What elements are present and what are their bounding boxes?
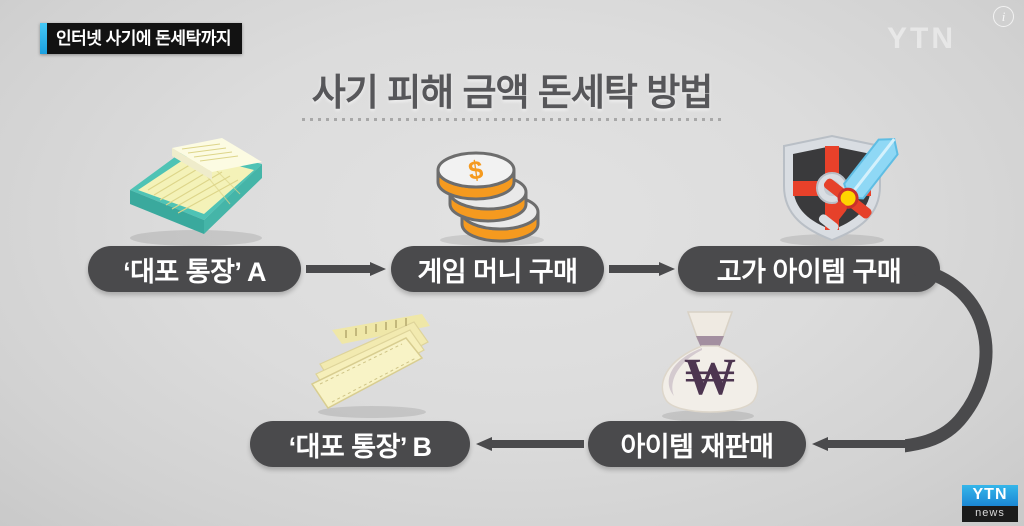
arrow-shaft [609,265,661,273]
flow-node-label: 게임 머니 구매 [417,256,578,287]
arrow-n1-to-n2-icon [306,262,386,276]
title-divider [302,118,722,121]
arrow-n4-to-n5-icon [476,437,584,451]
headline-text: 인터넷 사기에 돈세탁까지 [47,23,242,54]
arrow-shaft [826,440,916,448]
flow-node-daepo-tongjang-b[interactable]: ‘대포 통장’ B [250,421,470,467]
broadcaster-logo-main: YTN [962,485,1018,506]
svg-text:₩: ₩ [684,349,736,406]
broadcaster-logo: YTN news [962,485,1018,522]
arrow-shaft [306,265,372,273]
flow-node-high-price-item-purchase[interactable]: 고가 아이템 구매 [678,246,940,292]
coins-icon: $ [424,142,554,246]
flow-node-label: 고가 아이템 구매 [716,256,902,287]
money-bag-icon: ₩ [648,306,772,422]
page-title: 사기 피해 금액 돈세탁 방법 [311,72,714,113]
arrow-head [370,262,386,276]
flow-node-daepo-tongjang-a[interactable]: ‘대포 통장’ A [88,246,301,292]
arrow-head [476,437,492,451]
broadcaster-watermark: YTN [887,22,956,55]
passbook-icon [302,308,438,420]
game-item-icon [762,130,910,246]
flow-node-label: 아이템 재판매 [620,431,774,462]
flow-node-game-money-purchase[interactable]: 게임 머니 구매 [391,246,604,292]
passbook-icon [112,128,272,246]
arrow-head [812,437,828,451]
arrow-shaft [490,440,584,448]
headline-accent-bar [40,23,47,54]
headline-banner: 인터넷 사기에 돈세탁까지 [40,23,242,54]
broadcaster-logo-sub: news [962,506,1018,522]
arrow-n3-to-n4-curve-icon [858,263,1010,456]
info-icon[interactable]: i [993,6,1014,27]
flow-node-label: ‘대포 통장’ A [123,256,266,287]
svg-text:$: $ [466,154,485,186]
flow-node-item-resale[interactable]: 아이템 재판매 [588,421,806,467]
flow-node-label: ‘대포 통장’ B [288,431,432,462]
arrow-n2-to-n3-icon [609,262,675,276]
arrow-head [659,262,675,276]
arrow-curve-to-n4-icon [812,437,916,451]
